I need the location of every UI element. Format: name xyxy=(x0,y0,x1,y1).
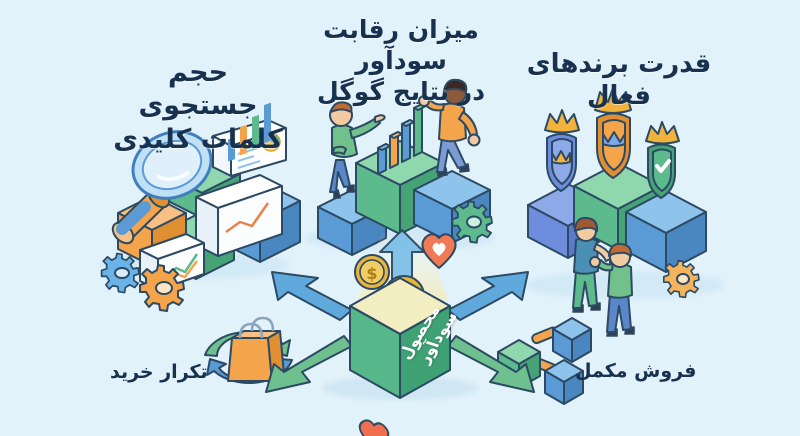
magnifying-glass-icon xyxy=(116,130,213,235)
torso xyxy=(573,236,599,275)
legs xyxy=(572,268,598,309)
keyword-search-volume-illustration xyxy=(100,102,301,312)
bag-handle-2 xyxy=(250,316,275,332)
heading-keyword-search-volume: حجم جستجوی کلمات کلیدی xyxy=(113,57,283,155)
person-pointing xyxy=(589,242,635,337)
hair xyxy=(574,216,599,232)
crown-icon xyxy=(544,109,580,134)
orange-gear-icon xyxy=(139,264,185,312)
arrow-up-left-blue xyxy=(271,271,353,321)
bar-chart-icon xyxy=(228,102,271,162)
green-shield-check xyxy=(645,121,680,199)
hair xyxy=(330,101,353,113)
green-gear-icon xyxy=(451,200,493,244)
orange-shield-crown xyxy=(594,87,632,179)
check-icon xyxy=(655,159,671,173)
hand xyxy=(374,114,386,123)
blue-gear-icon xyxy=(100,252,140,294)
arrow-up-right-blue xyxy=(447,271,529,321)
orange-gear-icon xyxy=(662,259,700,299)
legs xyxy=(606,292,632,333)
crown-icon xyxy=(645,121,680,145)
arm-raised xyxy=(349,117,381,139)
arm-right xyxy=(593,243,613,262)
torso xyxy=(438,102,467,143)
person-reaching-right xyxy=(418,78,481,177)
cross-sell-icon xyxy=(497,317,592,405)
line-chart-icon xyxy=(225,202,270,234)
crown-icon-small xyxy=(602,131,626,147)
chart-panel-top xyxy=(212,119,287,177)
person-pointing-left xyxy=(329,101,386,199)
heart-icon-cube xyxy=(358,419,390,436)
hand-left xyxy=(418,95,430,107)
crown-icon xyxy=(594,87,632,114)
blue-cube-top xyxy=(552,317,592,363)
blue-pedestal-right xyxy=(625,190,707,273)
google-competition-illustration xyxy=(305,78,495,256)
green-cube xyxy=(349,277,451,436)
legs xyxy=(329,159,351,193)
arrow-down-left-green xyxy=(265,335,353,393)
hand-right xyxy=(467,133,481,147)
arrow-down-right-green xyxy=(447,335,535,393)
active-brands-power-illustration xyxy=(525,87,725,337)
blue-shield-crown xyxy=(544,109,580,192)
arm-bent xyxy=(332,145,347,155)
heart-icon-floating xyxy=(421,233,457,269)
hair xyxy=(608,242,633,257)
crown-icon-small xyxy=(551,150,571,165)
heading-brand-power: قدرت برندهای فعال xyxy=(526,49,712,112)
blue-cube-bottom xyxy=(544,359,584,405)
heading-google-competition: میزان رقابت سودآور در نتایج گوگل xyxy=(316,15,486,106)
hand xyxy=(589,256,601,268)
profitable-product-cube: $ $ xyxy=(265,229,535,436)
coin-dollar-sign: $ xyxy=(366,264,377,283)
bag-handle xyxy=(238,322,264,339)
label-cross-sell: فروش مکمل xyxy=(575,360,697,382)
label-repeat-purchase: تکرار خرید xyxy=(110,361,208,383)
hair xyxy=(443,78,468,93)
gold-coin-floating: $ xyxy=(354,254,390,290)
